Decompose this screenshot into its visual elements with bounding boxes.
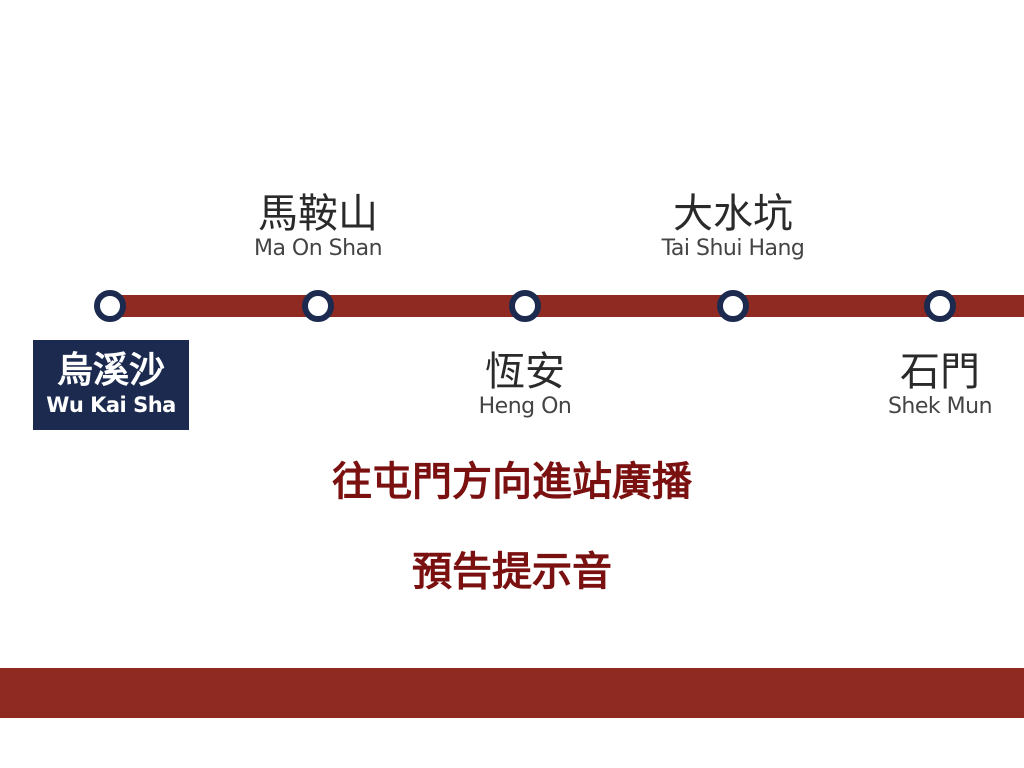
bottom-band [0, 668, 1024, 718]
station-label-ma-on-shan: 馬鞍山 Ma On Shan [218, 192, 418, 262]
station-name-en: Wu Kai Sha [46, 393, 176, 417]
station-name-en: Shek Mun [887, 394, 993, 419]
station-dot-heng-on [509, 290, 541, 322]
station-dot-tai-shui-hang [717, 290, 749, 322]
current-station-badge: 烏溪沙 Wu Kai Sha [33, 340, 189, 430]
station-name-en: Heng On [478, 394, 572, 419]
station-name-zh: 恆安 [485, 349, 565, 395]
station-name-zh: 烏溪沙 [56, 349, 165, 391]
announcement-subtitle: 預告提示音 [412, 548, 612, 595]
station-name-zh: 馬鞍山 [258, 191, 378, 237]
station-name-zh: 石門 [900, 349, 980, 395]
route-line [110, 295, 1024, 317]
station-label-tai-shui-hang: 大水坑 Tai Shui Hang [623, 192, 843, 262]
announcement-title: 往屯門方向進站廣播 [332, 458, 692, 505]
station-label-heng-on: 恆安 Heng On [425, 350, 625, 420]
station-dot-ma-on-shan [302, 290, 334, 322]
station-name-en: Ma On Shan [253, 236, 383, 261]
station-name-en: Tai Shui Hang [661, 236, 805, 261]
station-name-zh: 大水坑 [673, 191, 793, 237]
station-dot-shek-mun [924, 290, 956, 322]
station-dot-wu-kai-sha [94, 290, 126, 322]
station-label-shek-mun: 石門 Shek Mun [860, 350, 1020, 420]
